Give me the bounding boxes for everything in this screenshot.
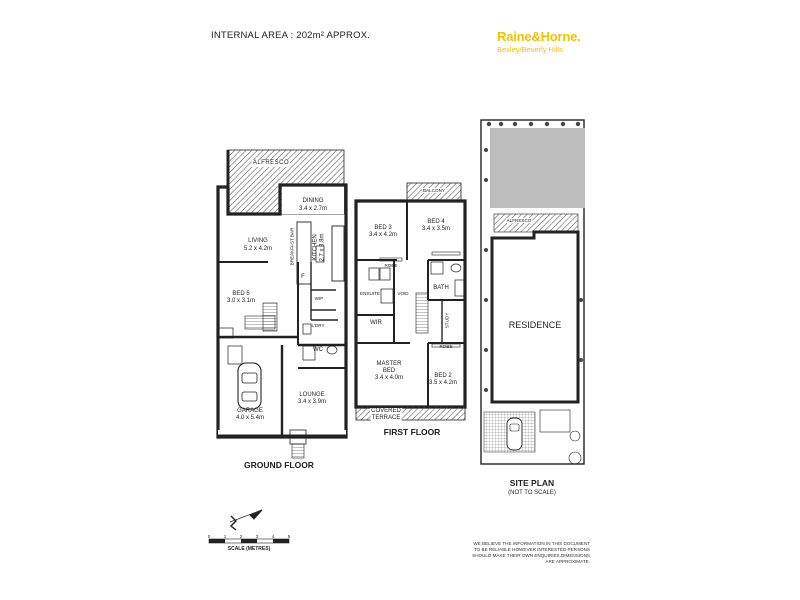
scale-tick-3: 3 (255, 534, 259, 539)
gf-alfresco-label: ALFRESCO (251, 160, 291, 167)
scale-tick-2: 2 (239, 534, 243, 539)
agency-logo: Raine&Horne. Bexley/Beverly Hills (497, 29, 581, 54)
gf-lounge-size: 3.4 x 3.9m (297, 399, 327, 405)
ff-robe-label: ROBE (384, 263, 398, 268)
scale-tick-5: 5 (287, 534, 291, 539)
garage-car-icon (237, 362, 262, 410)
gf-fridge-label: F (301, 274, 305, 280)
ff-bed4-label: BED 4 (427, 219, 445, 225)
gf-living-size: 5.2 x 4.2m (243, 246, 273, 252)
ground-floor-title: GROUND FLOOR (244, 460, 314, 470)
ff-bed2-label: BED 2 (434, 373, 452, 379)
ff-master-size: 3.4 x 4.0m (374, 375, 404, 381)
ff-robe2-label: ROBE (439, 344, 453, 349)
ground-floor-plan (216, 149, 348, 459)
scale-tick-4: 4 (271, 534, 275, 539)
gf-wc-label: WC (313, 347, 323, 353)
ff-covered-label: COVERED (370, 408, 402, 415)
logo-brand: Raine&Horne. (497, 29, 581, 44)
ff-bed3-size: 3.4 x 4.2m (368, 232, 398, 238)
gf-ldry-label: L'DRY (311, 323, 325, 328)
gf-dining-label: DINING (302, 198, 324, 204)
ff-bath-label: BATH (433, 285, 449, 291)
site-plan (480, 119, 585, 465)
gf-breakfast-bar-label: BREAKFAST BAR (289, 227, 295, 266)
ff-study-label: STUDY (444, 312, 450, 329)
first-floor-title: FIRST FLOOR (383, 427, 441, 437)
site-alfresco-label: ALFRESCO (505, 218, 533, 223)
site-plan-title: SITE PLAN (509, 478, 555, 488)
ff-terrace-label: TERRACE (370, 415, 402, 422)
logo-office: Bexley/Beverly Hills (497, 45, 563, 54)
disclaimer-text: WE BELIEVE THE INFORMATION IN THIS DOCUM… (472, 541, 590, 564)
north-arrow-icon (229, 509, 263, 531)
ff-ensuite-label: ENSUITE (360, 291, 380, 296)
gf-lounge-label: LOUNGE (299, 392, 325, 398)
ff-bed4-size: 3.4 x 3.5m (421, 226, 451, 232)
site-residence-label: RESIDENCE (508, 320, 562, 330)
scale-bar (208, 538, 290, 544)
gf-wip-label: WIP (314, 296, 324, 301)
site-shrubs (484, 121, 583, 392)
gf-bed5-label: BED 5 (232, 291, 250, 297)
scale-tick-0: 0 (207, 534, 211, 539)
gf-kitchen-size: 2.7 x 3.8m (319, 233, 326, 262)
scale-label: SCALE (METRES) (227, 546, 271, 552)
gf-garage-label: GARAGE (237, 408, 263, 414)
ff-wir-label: WIR (370, 320, 382, 326)
ff-bed3-label: BED 3 (374, 225, 392, 231)
gf-dining-size: 3.4 x 2.7m (298, 206, 328, 212)
gf-kitchen-label: KITCHEN (312, 234, 319, 261)
internal-area-label: INTERNAL AREA : 202m² APPROX. (211, 30, 371, 41)
site-plan-subtitle: (NOT TO SCALE) (508, 490, 556, 496)
gf-garage-size: 4.0 x 5.4m (235, 415, 265, 421)
site-lawn (490, 128, 585, 208)
gf-living-label: LIVING (248, 238, 268, 244)
ff-void-label: VOID (397, 291, 409, 296)
gf-bed5-size: 3.0 x 3.1m (226, 298, 256, 304)
site-car-icon (506, 417, 523, 451)
ff-balcony-label: BALCONY (422, 188, 446, 193)
scale-tick-1: 1 (223, 534, 227, 539)
ff-master-label: MASTER (376, 361, 402, 367)
ff-bed2-size: 3.5 x 4.2m (428, 380, 458, 386)
ff-master-bed-label: BED (382, 368, 396, 374)
